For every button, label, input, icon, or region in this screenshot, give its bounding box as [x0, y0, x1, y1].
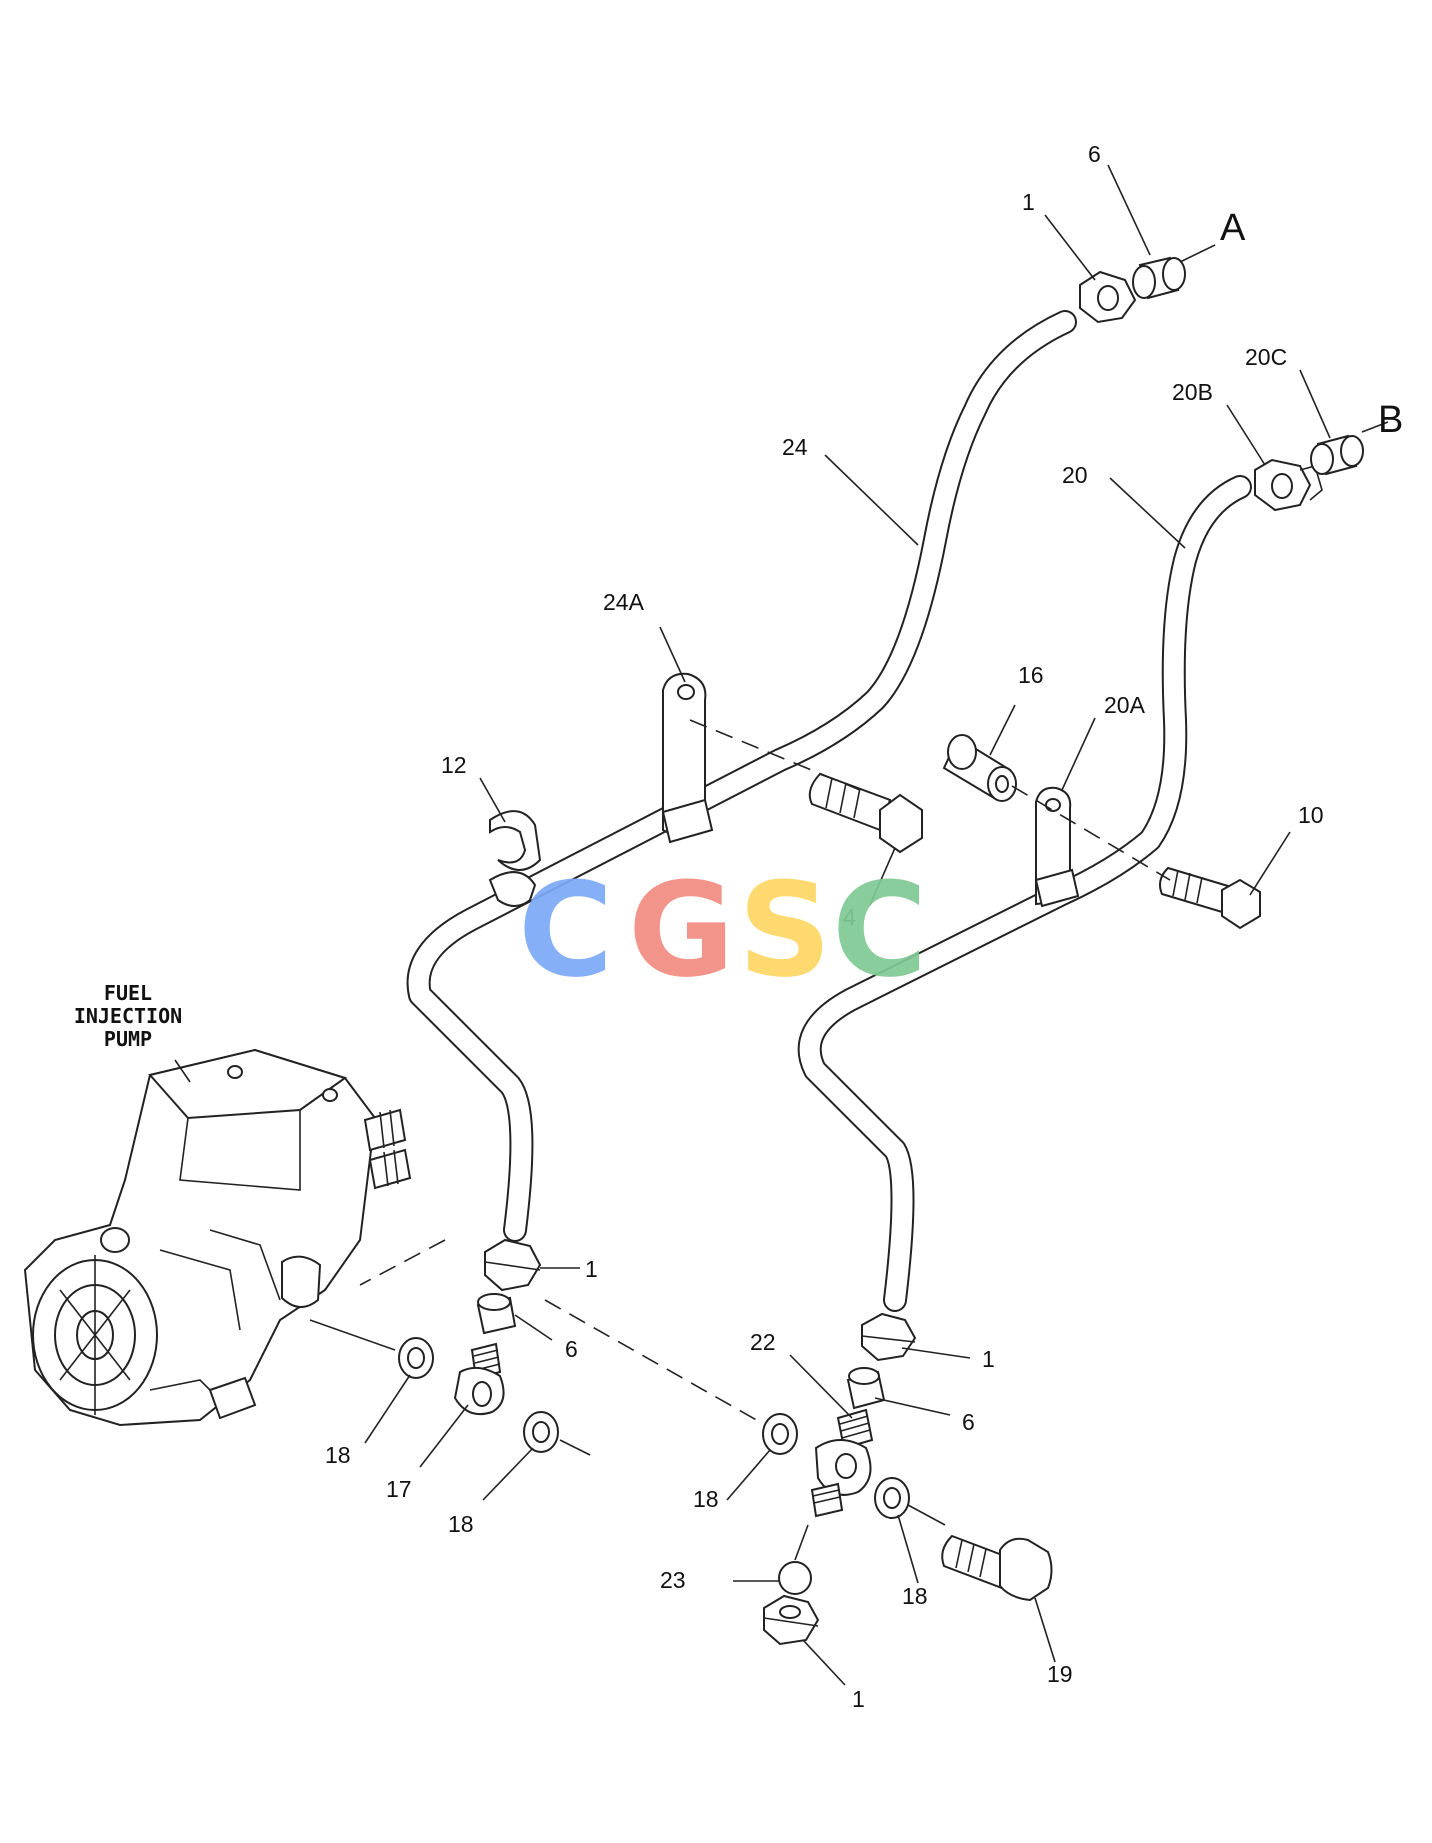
bolt-10	[1159, 866, 1261, 930]
fuel-line-20	[797, 475, 1252, 1312]
align-line-washer-b	[559, 1439, 591, 1456]
nut-1-right	[861, 1312, 917, 1362]
callout-22: 22	[750, 1329, 776, 1355]
washer-18-a	[398, 1337, 434, 1379]
callout-6-top: 6	[1088, 141, 1101, 167]
nut-1-top	[1079, 270, 1137, 324]
reference-a: A	[1220, 207, 1246, 249]
align-line-24a-bolt	[689, 719, 861, 791]
callout-18-d: 18	[902, 1583, 928, 1609]
callout-10: 10	[1298, 802, 1324, 828]
align-line-pump-nut	[359, 1239, 446, 1286]
sleeve-6-right	[846, 1367, 886, 1410]
callout-20b: 20B	[1172, 379, 1213, 405]
align-line-tee	[544, 1299, 761, 1423]
callout-1-right: 1	[982, 1346, 995, 1372]
cgsc-watermark: C G S C	[518, 854, 927, 1006]
callout-20a: 20A	[1104, 692, 1146, 718]
spacer-16	[942, 734, 1017, 802]
callout-24a: 24A	[603, 589, 645, 615]
callout-20c: 20C	[1245, 344, 1287, 370]
callout-16: 16	[1018, 662, 1044, 688]
callout-6-right: 6	[962, 1409, 975, 1435]
callout-18-c: 18	[693, 1486, 719, 1512]
align-line-pump-washer	[309, 1319, 396, 1351]
fuel-line-24	[406, 310, 1077, 1242]
nut-1-bottom	[763, 1594, 820, 1646]
pump-label-line3: PUMP	[104, 1027, 152, 1051]
watermark-letter-1: C	[518, 854, 613, 1006]
callout-19: 19	[1047, 1661, 1073, 1687]
pump-label-line2: INJECTION	[74, 1004, 182, 1028]
nut-1-left	[484, 1238, 542, 1292]
banjo-fitting-17	[453, 1342, 505, 1416]
callout-23: 23	[660, 1567, 686, 1593]
bolt-4	[808, 772, 923, 854]
leader-lines	[174, 164, 1389, 1686]
align-line-20a-bolt	[1011, 785, 1171, 881]
callout-12: 12	[441, 752, 467, 778]
callout-1-left: 1	[585, 1256, 598, 1282]
reference-b: B	[1378, 399, 1403, 441]
washer-18-c	[762, 1413, 798, 1455]
sleeve-6-top	[1132, 256, 1186, 300]
ball-23	[778, 1561, 812, 1595]
washer-18-b	[523, 1411, 559, 1453]
callout-1-top: 1	[1022, 189, 1035, 215]
tee-fitting-22	[810, 1408, 874, 1518]
fuel-injection-pump	[23, 1048, 412, 1427]
banjo-bolt-19	[941, 1534, 1053, 1602]
align-line-ball	[794, 1524, 809, 1561]
callout-18-b: 18	[448, 1511, 474, 1537]
callout-18-a: 18	[325, 1442, 351, 1468]
callout-20: 20	[1062, 462, 1088, 488]
callout-24: 24	[782, 434, 808, 460]
callout-4: 4	[843, 904, 856, 930]
align-line-bolt-19	[907, 1504, 946, 1526]
clip-24a	[661, 672, 714, 844]
watermark-letter-3: S	[738, 854, 832, 1006]
sleeve-20c	[1310, 434, 1364, 476]
watermark-letter-4: C	[832, 854, 927, 1006]
watermark-letter-2: G	[628, 854, 735, 1006]
washer-18-d	[874, 1477, 910, 1519]
clip-12	[488, 810, 542, 907]
nut-20b	[1254, 458, 1323, 512]
sleeve-6-left	[476, 1293, 517, 1335]
callout-6-left: 6	[565, 1336, 578, 1362]
pump-label-line1: FUEL	[104, 981, 152, 1005]
clip-20a	[1034, 786, 1080, 908]
callout-17: 17	[386, 1476, 412, 1502]
callout-1-bottom: 1	[852, 1686, 865, 1712]
